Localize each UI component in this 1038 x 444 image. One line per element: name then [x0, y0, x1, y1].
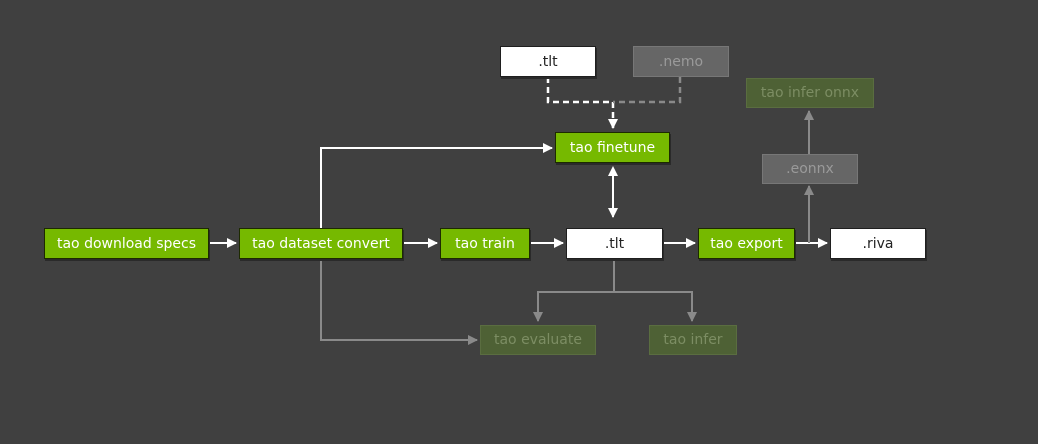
tao-infer-node[interactable]: tao infer: [649, 325, 737, 355]
edge-dataset-convert-to-evaluate: [320, 259, 478, 345]
edge-tlt-to-evaluate: [533, 260, 615, 322]
riva-model-node[interactable]: .riva: [830, 228, 926, 259]
tlt-checkpoint-node[interactable]: .tlt: [566, 228, 663, 259]
edge-dataset-convert-to-finetune: [320, 143, 553, 230]
tao-download-specs-node[interactable]: tao download specs: [44, 228, 209, 259]
edge-tlt-to-infer: [614, 291, 697, 322]
tao-dataset-convert-node[interactable]: tao dataset convert: [239, 228, 403, 259]
tao-train-node[interactable]: tao train: [440, 228, 530, 259]
tao-finetune-node[interactable]: tao finetune: [555, 132, 670, 163]
edge-tlt-to-finetune: [546, 77, 618, 129]
tao-infer-onnx-node[interactable]: tao infer onnx: [746, 78, 874, 108]
tao-export-node[interactable]: tao export: [698, 228, 795, 259]
eonnx-model-node[interactable]: .eonnx: [762, 154, 858, 184]
tlt-checkpoint-top-node[interactable]: .tlt: [500, 46, 596, 77]
edge-nemo-to-finetune: [613, 77, 682, 104]
tao-evaluate-node[interactable]: tao evaluate: [480, 325, 596, 355]
nemo-checkpoint-node[interactable]: .nemo: [633, 46, 729, 77]
